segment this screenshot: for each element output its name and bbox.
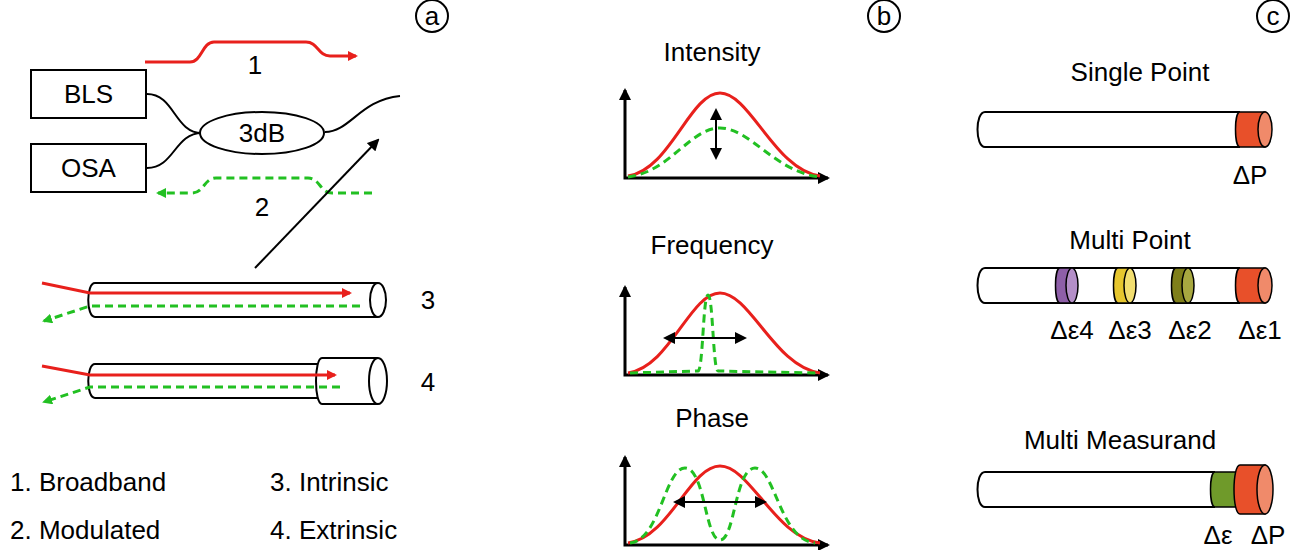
sensor-title: Single Point — [1071, 58, 1210, 87]
panel-letter: b — [867, 0, 901, 33]
measurand-label: Δε — [1204, 521, 1233, 550]
callout-number: 4 — [421, 368, 435, 397]
plot-title: Phase — [675, 404, 749, 433]
node-text: c — [1267, 1, 1280, 32]
legend-text: 2. Modulated — [10, 516, 160, 545]
node-text: 3dB — [239, 118, 285, 149]
plot-title: Intensity — [664, 38, 761, 67]
callout-number: 1 — [248, 51, 262, 80]
fiber-connector — [147, 133, 202, 168]
measurand-label: Δε3 — [1108, 316, 1151, 345]
measurand-label: ΔP — [1233, 161, 1268, 190]
fiber-connector — [147, 94, 202, 133]
measurand-label: Δε4 — [1050, 316, 1093, 345]
plot-title: Frequency — [651, 231, 774, 260]
legend-text: 1. Broadband — [10, 468, 166, 497]
measurand-label: ΔP — [1251, 521, 1286, 550]
measurand-label: Δε2 — [1168, 316, 1211, 345]
panel-letter: a — [415, 0, 449, 33]
node-text: BLS — [64, 79, 113, 110]
sensor-title: Multi Measurand — [1024, 426, 1216, 455]
callout-number: 3 — [421, 286, 435, 315]
source-box: BLS — [30, 69, 147, 119]
legend-text: 3. Intrinsic — [270, 468, 389, 497]
analyzer-box: OSA — [30, 143, 147, 193]
legend-text: 4. Extrinsic — [270, 516, 397, 545]
measurand-label: Δε1 — [1238, 316, 1281, 345]
callout-number: 2 — [255, 193, 269, 222]
node-text: b — [877, 1, 891, 32]
node-text: a — [425, 1, 439, 32]
sensor-title: Multi Point — [1069, 226, 1190, 255]
node-text: OSA — [61, 153, 116, 184]
panel-letter: c — [1256, 0, 1290, 33]
coupler-ellipse: 3dB — [199, 111, 325, 155]
